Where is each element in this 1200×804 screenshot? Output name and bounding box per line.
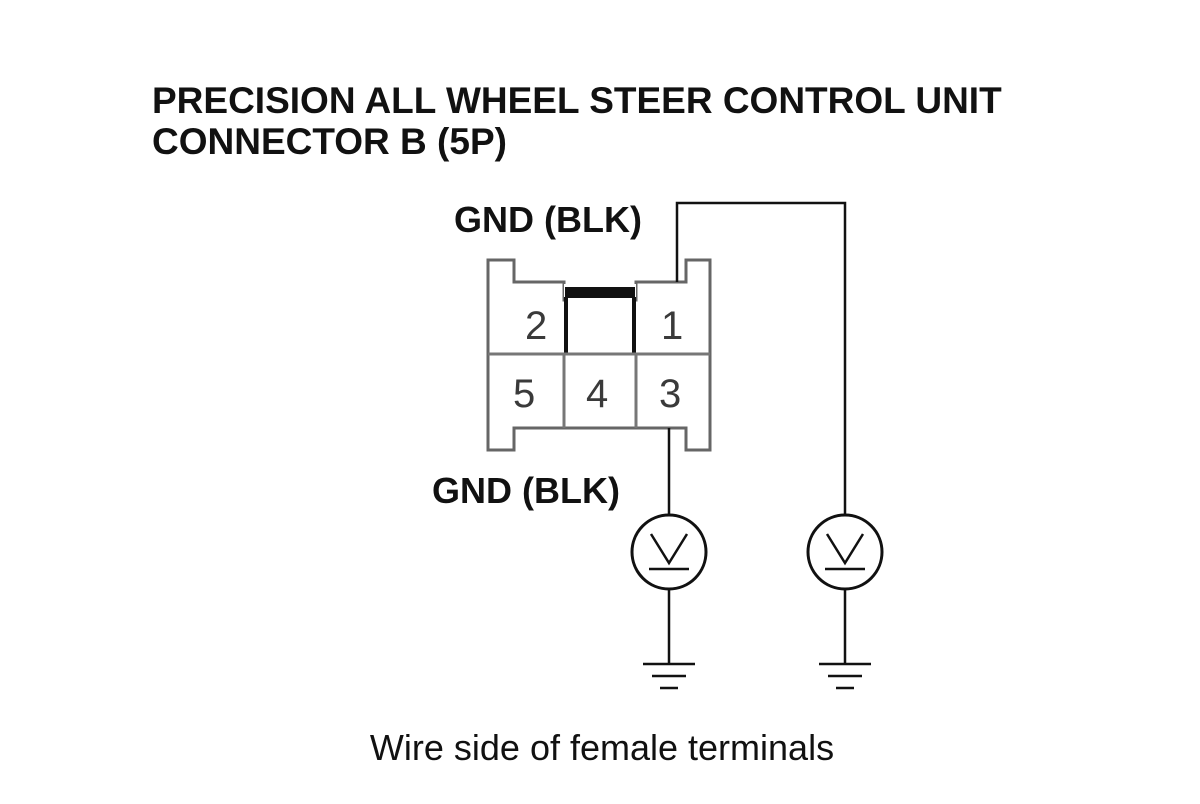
- title-line-2: CONNECTOR B (5P): [152, 121, 507, 162]
- wire-label-top: GND (BLK): [454, 199, 642, 240]
- pin-4: 4: [586, 372, 608, 416]
- caption: Wire side of female terminals: [370, 727, 834, 768]
- pin-3: 3: [659, 372, 681, 416]
- wire-pin-1: [675, 201, 847, 515]
- connector-latch: [564, 284, 636, 354]
- wire-label-bottom: GND (BLK): [432, 470, 620, 511]
- voltmeter-icon: [630, 513, 708, 591]
- pin-5: 5: [513, 372, 535, 416]
- ground-icon: [819, 589, 871, 690]
- title-line-1: PRECISION ALL WHEEL STEER CONTROL UNIT: [152, 80, 1002, 121]
- pin-1: 1: [661, 304, 683, 348]
- ground-icon: [643, 589, 695, 690]
- voltmeter-icon: [806, 513, 884, 591]
- connector-5p: 2 1 5 4 3: [486, 258, 712, 452]
- pin-2: 2: [525, 304, 547, 348]
